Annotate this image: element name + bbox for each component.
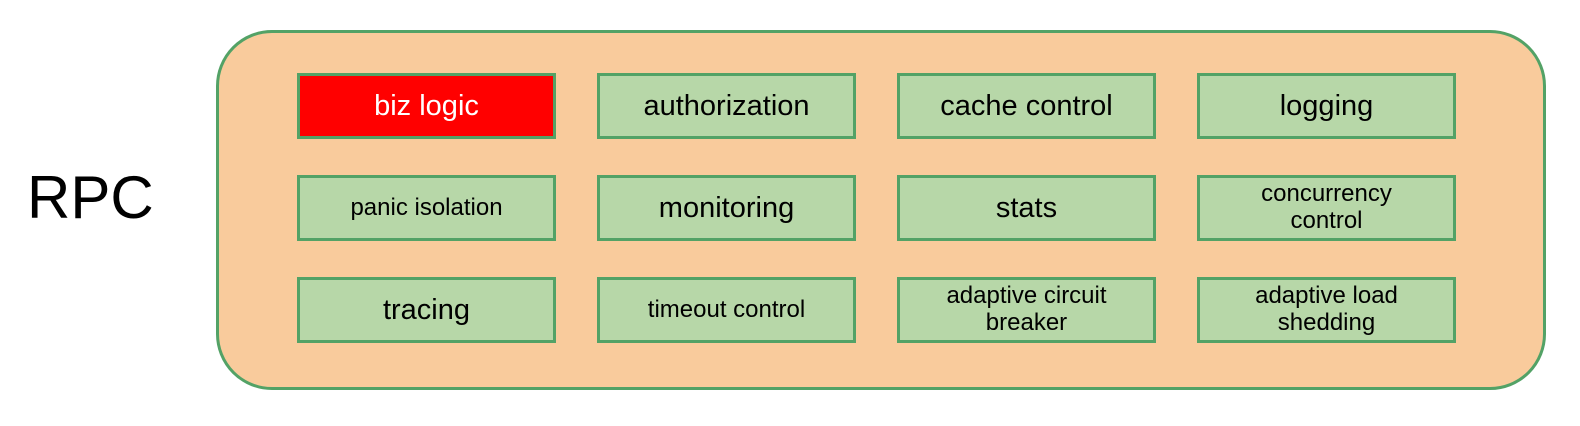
box-panic-isolation: panic isolation bbox=[297, 175, 556, 241]
box-stats: stats bbox=[897, 175, 1156, 241]
box-timeout-control: timeout control bbox=[597, 277, 856, 343]
middleware-grid: biz logic authorization cache control loggi… bbox=[219, 33, 1543, 343]
rpc-container: biz logic authorization cache control loggi… bbox=[216, 30, 1546, 390]
rpc-label: RPC bbox=[27, 164, 154, 231]
box-monitoring: monitoring bbox=[597, 175, 856, 241]
box-adaptive-circuit-breaker: adaptive circuit breaker bbox=[897, 277, 1156, 343]
box-authorization: authorization bbox=[597, 73, 856, 139]
box-adaptive-load-shedding: adaptive load shedding bbox=[1197, 277, 1456, 343]
box-biz-logic: biz logic bbox=[297, 73, 556, 139]
box-concurrency-control: concurrency control bbox=[1197, 175, 1456, 241]
box-tracing: tracing bbox=[297, 277, 556, 343]
box-logging: logging bbox=[1197, 73, 1456, 139]
box-cache-control: cache control bbox=[897, 73, 1156, 139]
